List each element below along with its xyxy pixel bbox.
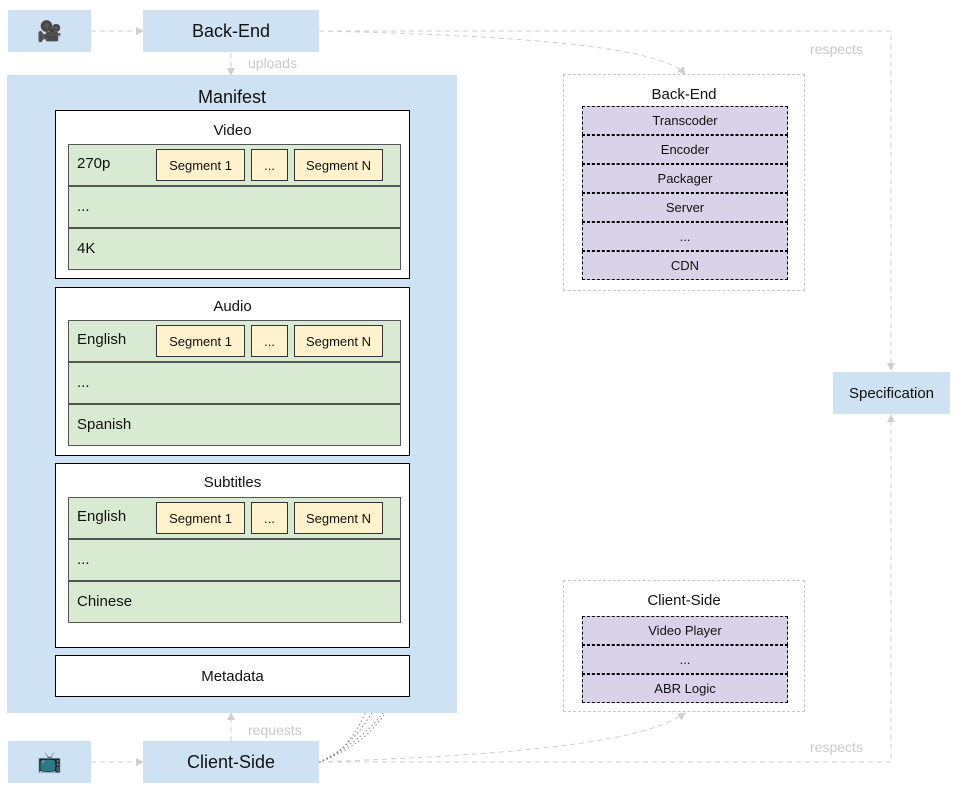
backend-stack: Back-End Transcoder Encoder Packager Ser… (563, 74, 805, 291)
stack-item-video-player: Video Player (582, 616, 788, 645)
segment-last: Segment N (294, 502, 383, 534)
client-respects-spec (319, 414, 895, 763)
stack-item-cdn: CDN (582, 251, 788, 280)
segment-last: Segment N (294, 149, 383, 181)
video-section: Video 270p Segment 1 ... Segment N ... 4… (55, 110, 410, 279)
row-label: ... (77, 198, 90, 215)
segment-ellipsis: ... (251, 149, 288, 181)
uploads-label: uploads (248, 55, 298, 71)
backend-stack-title: Back-End (651, 86, 717, 103)
specification-label: Specification (848, 384, 935, 402)
audio-section: Audio English Segment 1 ... Segment N ..… (55, 287, 410, 456)
subtitles-row-1: English Segment 1 ... Segment N (68, 497, 401, 539)
segment-ellipsis: ... (251, 325, 288, 357)
specification-node: Specification (833, 372, 950, 414)
video-row-3: 4K (68, 228, 401, 270)
respects-top-label: respects (810, 41, 863, 57)
client-node: Client-Side (143, 741, 319, 783)
video-row-1: 270p Segment 1 ... Segment N (68, 144, 401, 186)
subtitles-title: Subtitles (203, 474, 262, 491)
segment-ellipsis: ... (251, 502, 288, 534)
row-label: English (77, 331, 127, 348)
request-metadata (318, 674, 403, 763)
stack-item-ellipsis: ... (582, 645, 788, 674)
stack-item-packager: Packager (582, 164, 788, 193)
audio-row-3: Spanish (68, 404, 401, 446)
video-title: Video (213, 122, 252, 139)
respects-bottom-label: respects (810, 739, 863, 755)
camera-node: 🎥 (8, 10, 91, 52)
requests-label: requests (248, 722, 302, 738)
row-label: ... (77, 551, 90, 568)
tv-icon: 📺 (37, 751, 62, 774)
segment-first: Segment 1 (156, 502, 245, 534)
backend-node: Back-End (143, 10, 319, 52)
manifest-container: Manifest Video 270p Segment 1 ... Segmen… (7, 75, 457, 713)
subtitles-section: Subtitles English Segment 1 ... Segment … (55, 463, 410, 648)
row-label: Spanish (77, 416, 132, 433)
manifest-title: Manifest (197, 87, 267, 107)
subtitles-row-2: ... (68, 539, 401, 581)
video-row-2: ... (68, 186, 401, 228)
stack-item-server: Server (582, 193, 788, 222)
subtitles-row-3: Chinese (68, 581, 401, 623)
stack-item-encoder: Encoder (582, 135, 788, 164)
stack-item-transcoder: Transcoder (582, 106, 788, 135)
client-stack-title: Client-Side (647, 592, 721, 609)
stack-item-ellipsis: ... (582, 222, 788, 251)
segment-first: Segment 1 (156, 325, 245, 357)
row-label: ... (77, 374, 90, 391)
stack-item-abr-logic: ABR Logic (582, 674, 788, 703)
segment-last: Segment N (294, 325, 383, 357)
client-stack: Client-Side Video Player ... ABR Logic (563, 580, 805, 712)
backend-to-stack (318, 30, 686, 75)
camera-icon: 🎥 (37, 20, 62, 43)
row-label: English (77, 508, 127, 525)
row-label: 270p (77, 155, 111, 172)
row-label: Chinese (77, 593, 133, 610)
backend-respects-spec (319, 30, 895, 371)
client-label: Client-Side (186, 751, 276, 772)
audio-row-2: ... (68, 362, 401, 404)
audio-row-1: English Segment 1 ... Segment N (68, 320, 401, 362)
backend-label: Back-End (191, 20, 271, 41)
metadata-box: Metadata (55, 655, 410, 697)
metadata-label: Metadata (201, 667, 264, 685)
tv-node: 📺 (8, 741, 91, 783)
client-to-stack (318, 712, 686, 763)
audio-title: Audio (213, 298, 252, 315)
segment-first: Segment 1 (156, 149, 245, 181)
row-label: 4K (77, 240, 96, 257)
